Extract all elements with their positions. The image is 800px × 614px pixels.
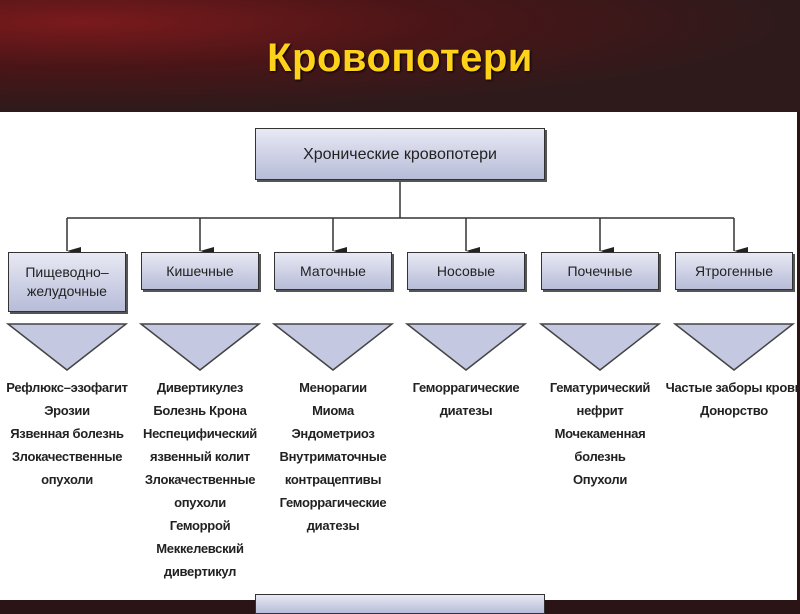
- category-box: Кишечные: [141, 252, 259, 290]
- list-item: дивертикул: [163, 564, 237, 579]
- connector-lines: [5, 180, 796, 371]
- list-item: Геморрагические: [279, 495, 387, 510]
- list-item: Эндометриоз: [291, 426, 375, 441]
- list-item: болезнь: [574, 449, 626, 464]
- category-list: Геморрагические диатезы: [396, 376, 536, 422]
- list-item: опухоли: [41, 472, 93, 487]
- list-item: Донорство: [700, 403, 768, 418]
- list-item: Опухоли: [572, 472, 628, 487]
- list-item: Геморрой: [169, 518, 231, 533]
- list-item: Внутриматочные: [279, 449, 387, 464]
- category-box: Почечные: [541, 252, 659, 290]
- list-item: Меккелевский: [156, 541, 244, 556]
- list-item: Язвенная болезнь: [10, 426, 124, 441]
- list-item: Миома: [312, 403, 354, 418]
- list-item: Менорагии: [299, 380, 367, 395]
- category-box: Ятрогенные: [675, 252, 793, 290]
- triangle-pointer-icon: [271, 323, 395, 371]
- list-item: нефрит: [576, 403, 624, 418]
- list-item: Дивертикулез: [156, 380, 244, 395]
- bottom-box-partial: [255, 594, 545, 614]
- triangle-pointer-icon: [138, 323, 262, 371]
- list-item: Гематурический: [549, 380, 651, 395]
- list-item: Рефлюкс–эзофагит: [6, 380, 128, 395]
- list-item: контрацептивы: [284, 472, 382, 487]
- category-box: Пищеводно–желудочные: [8, 252, 126, 312]
- category-box: Маточные: [274, 252, 392, 290]
- slide-header: Кровопотери: [0, 0, 800, 112]
- list-item: Злокачественные: [144, 472, 256, 487]
- list-item: Частые заборы крови: [665, 380, 800, 395]
- list-item: Мочекаменная: [554, 426, 646, 441]
- list-item: диатезы: [439, 403, 493, 418]
- diagram-panel: [0, 112, 797, 600]
- list-item: Неспецифический: [143, 426, 257, 441]
- triangle-pointer-icon: [538, 323, 662, 371]
- slide-title: Кровопотери: [267, 36, 533, 80]
- list-item: Злокачественные: [11, 449, 123, 464]
- root-box: Хронические кровопотери: [255, 128, 545, 180]
- list-item: Геморрагические: [412, 380, 520, 395]
- triangle-pointer-icon: [672, 323, 796, 371]
- list-item: диатезы: [306, 518, 360, 533]
- category-box: Носовые: [407, 252, 525, 290]
- list-item: язвенный колит: [150, 449, 250, 464]
- triangle-pointer-icon: [404, 323, 528, 371]
- list-item: опухоли: [174, 495, 226, 510]
- list-item: Эрозии: [44, 403, 90, 418]
- triangle-pointer-icon: [5, 323, 129, 371]
- list-item: Болезнь Крона: [153, 403, 247, 418]
